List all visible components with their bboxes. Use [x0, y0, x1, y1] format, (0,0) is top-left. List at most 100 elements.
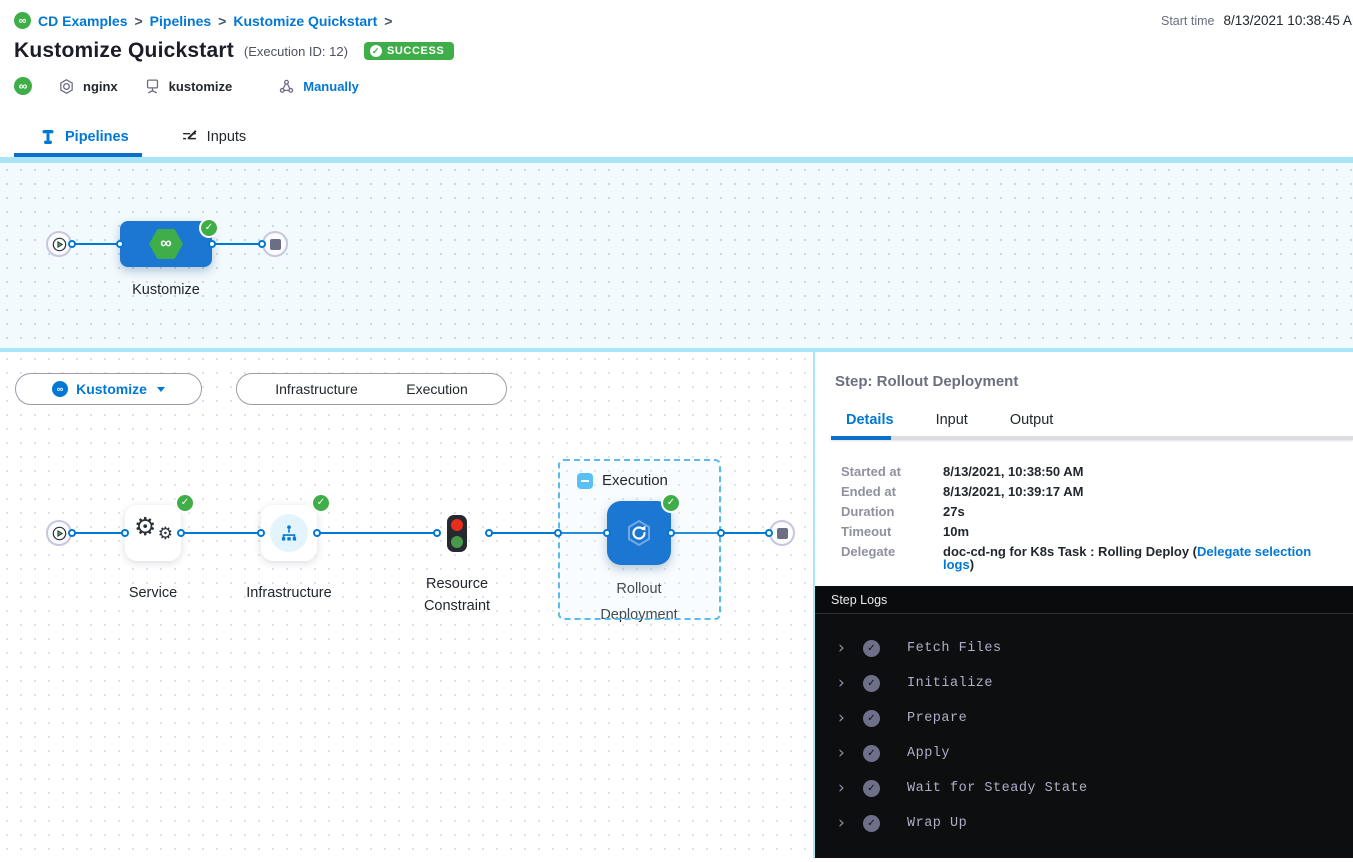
connector-dot [68, 529, 76, 537]
log-section-row[interactable]: › ✓ Wait for Steady State [815, 771, 1353, 806]
step-node-infrastructure[interactable] [261, 505, 317, 561]
log-section-row[interactable]: › ✓ Apply [815, 736, 1353, 771]
cd-stage-icon: ∞ [52, 381, 69, 397]
log-section-label: Initialize [907, 676, 994, 691]
breadcrumb: ∞ CD Examples > Pipelines > Kustomize Qu… [14, 12, 392, 29]
tab-input[interactable]: Input [935, 412, 968, 428]
step-node-service[interactable]: ⚙ ⚙ [125, 505, 181, 561]
log-section-label: Prepare [907, 711, 968, 726]
inputs-icon [181, 128, 198, 145]
step-logs-header: Step Logs [815, 586, 1353, 614]
detail-value: 8/13/2021, 10:39:17 AM [943, 484, 1084, 499]
rolling-deploy-icon [622, 516, 656, 550]
cd-module-icon: ∞ [14, 12, 31, 29]
connector-dot [68, 240, 76, 248]
breadcrumb-separator-icon: > [218, 12, 227, 29]
environment-icon [144, 78, 161, 95]
stage-graph-canvas[interactable]: ∞ ✓ Kustomize [0, 163, 1353, 352]
connector-dot [667, 529, 675, 537]
connector-line [72, 243, 120, 245]
status-badge: ✓ SUCCESS [363, 42, 455, 60]
tab-pipelines[interactable]: Pipelines [40, 129, 129, 145]
breadcrumb-pipelines[interactable]: Pipelines [149, 12, 212, 29]
log-section-label: Wrap Up [907, 816, 968, 831]
tab-inputs[interactable]: Inputs [181, 128, 247, 145]
service-icon [58, 78, 75, 95]
service-meta[interactable]: nginx [58, 78, 118, 95]
trigger-icon [278, 78, 295, 95]
detail-label: Duration [841, 504, 895, 519]
gears-icon: ⚙ ⚙ [134, 512, 173, 544]
detail-row: Started at 8/13/2021, 10:38:50 AM [841, 465, 1337, 478]
log-section-row[interactable]: › ✓ Initialize [815, 666, 1353, 701]
log-success-icon: ✓ [863, 745, 880, 762]
log-success-icon: ✓ [863, 675, 880, 692]
tab-details[interactable]: Details [846, 412, 894, 428]
check-icon: ✓ [369, 45, 382, 57]
connector-dot [121, 529, 129, 537]
log-section-row[interactable]: › ✓ Fetch Files [815, 631, 1353, 666]
collapse-group-button[interactable] [577, 473, 593, 489]
traffic-green-light [451, 536, 463, 548]
detail-value: 8/13/2021, 10:38:50 AM [943, 464, 1084, 479]
connector-line [489, 532, 607, 534]
connector-dot [765, 529, 773, 537]
step-logs-body[interactable]: › ✓ Fetch Files › ✓ Initialize › ✓ Prepa… [815, 614, 1353, 841]
breadcrumb-kustomize-quickstart[interactable]: Kustomize Quickstart [233, 12, 378, 29]
connector-dot [433, 529, 441, 537]
connector-dot [116, 240, 124, 248]
step-label-resource-constraint: Resource Constraint [423, 576, 491, 614]
chevron-right-icon: › [838, 778, 845, 798]
panel-divider [0, 157, 1353, 163]
detail-row: Timeout 10m [841, 525, 1337, 538]
connector-dot [554, 529, 562, 537]
stage-success-icon: ✓ [201, 220, 217, 236]
log-section-row[interactable]: › ✓ Prepare [815, 701, 1353, 736]
stage-label: Kustomize [132, 282, 200, 298]
active-tab-underline [831, 436, 891, 440]
start-time: Start time 8/13/2021 10:38:45 AM [1161, 13, 1353, 28]
detail-row: Ended at 8/13/2021, 10:39:17 AM [841, 485, 1337, 498]
toggle-execution[interactable]: Execution [406, 381, 468, 397]
execution-graph-canvas[interactable]: ∞ Kustomize Infrastructure Execution Exe… [0, 352, 815, 858]
log-section-label: Fetch Files [907, 641, 1002, 656]
stop-icon [776, 527, 788, 539]
breadcrumb-cd-examples[interactable]: CD Examples [38, 12, 128, 29]
start-time-value: 8/13/2021 10:38:45 AM [1223, 13, 1353, 28]
log-section-label: Apply [907, 746, 951, 761]
connector-dot [257, 529, 265, 537]
detail-label: Ended at [841, 484, 896, 499]
delegate-selection-logs-link[interactable]: Delegate selection logs [943, 544, 1312, 572]
chevron-down-icon [156, 386, 165, 392]
detail-label: Started at [841, 464, 901, 479]
connector-dot [208, 240, 216, 248]
connector-line [72, 532, 125, 534]
trigger-meta[interactable]: Manually [278, 78, 359, 95]
traffic-red-light [451, 519, 463, 531]
stage-node-kustomize[interactable]: ∞ [120, 221, 212, 267]
pipeline-end-node[interactable] [262, 231, 288, 257]
infrastructure-icon [270, 514, 308, 552]
detail-value: doc-cd-ng for K8s Task : Rolling Deploy … [943, 544, 1312, 572]
detail-value: 10m [943, 524, 970, 539]
cd-module-icon: ∞ [14, 77, 32, 95]
step-panel-title: Step: Rollout Deployment [835, 373, 1019, 390]
tab-output[interactable]: Output [1009, 412, 1054, 428]
step-node-rollout-deployment[interactable] [607, 501, 671, 565]
stage-selector-dropdown[interactable]: ∞ Kustomize [15, 373, 202, 405]
active-tab-underline [14, 153, 142, 157]
environment-meta[interactable]: kustomize [144, 78, 232, 95]
detail-label: Delegate [841, 544, 896, 559]
detail-label: Timeout [841, 524, 892, 539]
chevron-right-icon: › [838, 743, 845, 763]
connector-line [212, 243, 262, 245]
connector-dot [313, 529, 321, 537]
chevron-right-icon: › [838, 708, 845, 728]
log-success-icon: ✓ [863, 710, 880, 727]
start-time-label: Start time [1161, 14, 1215, 28]
step-node-resource-constraint[interactable] [447, 515, 467, 552]
toggle-infrastructure[interactable]: Infrastructure [275, 381, 358, 397]
log-section-row[interactable]: › ✓ Wrap Up [815, 806, 1353, 841]
breadcrumb-separator-icon: > [134, 12, 143, 29]
tab-inputs-label: Inputs [206, 128, 247, 145]
